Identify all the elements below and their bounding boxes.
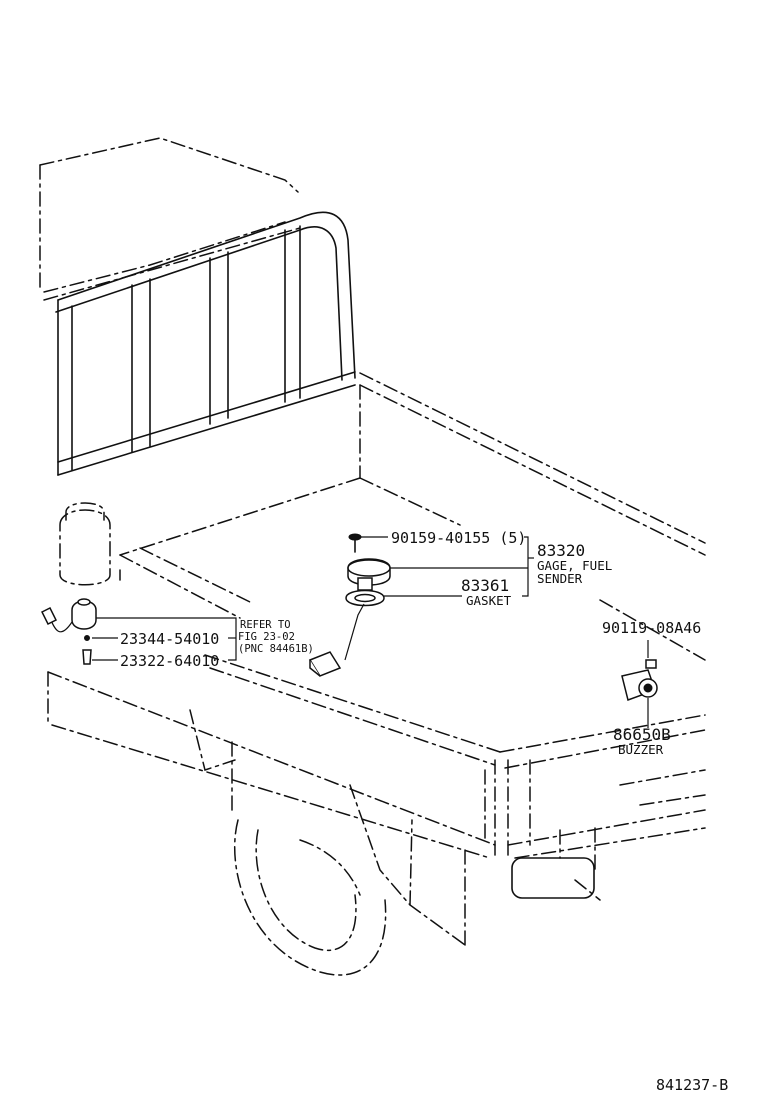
cab-outline [39, 137, 301, 301]
screw-icon [348, 533, 362, 553]
headache-rack [55, 211, 356, 476]
bulb-socket-assembly [40, 598, 97, 665]
gage-name-line1: GAGE, FUEL [537, 558, 612, 573]
gage-name-line2: SENDER [537, 571, 583, 586]
refer-line2: FIG 23-02 [238, 631, 295, 643]
bulb-part-number: 23322-64010 [120, 652, 219, 670]
rear-lamp [511, 827, 601, 901]
gasket-name: GASKET [466, 593, 512, 608]
rear-wheel [189, 709, 466, 976]
figure-id: 841237-B [656, 1076, 728, 1094]
buzzer-part-number: 86650B [613, 725, 671, 744]
gage-part-number: 83320 [537, 541, 585, 560]
refer-line3: (PNC 84461B) [238, 643, 314, 655]
bolt-part-number: 90159-40155 (5) [391, 529, 526, 547]
buzzer-bolt-part-number: 90119-08A46 [602, 619, 701, 637]
leader-lines [92, 536, 649, 728]
buzzer-unit [621, 659, 658, 701]
bulb-socket-part-number: 23344-54010 [120, 630, 219, 648]
fuel-sender-unit [308, 558, 391, 677]
refer-line1: REFER TO [240, 619, 291, 631]
canister [59, 502, 111, 586]
buzzer-name: BUZZER [618, 742, 664, 757]
bed-outline [47, 372, 706, 859]
gasket-part-number: 83361 [461, 576, 509, 595]
